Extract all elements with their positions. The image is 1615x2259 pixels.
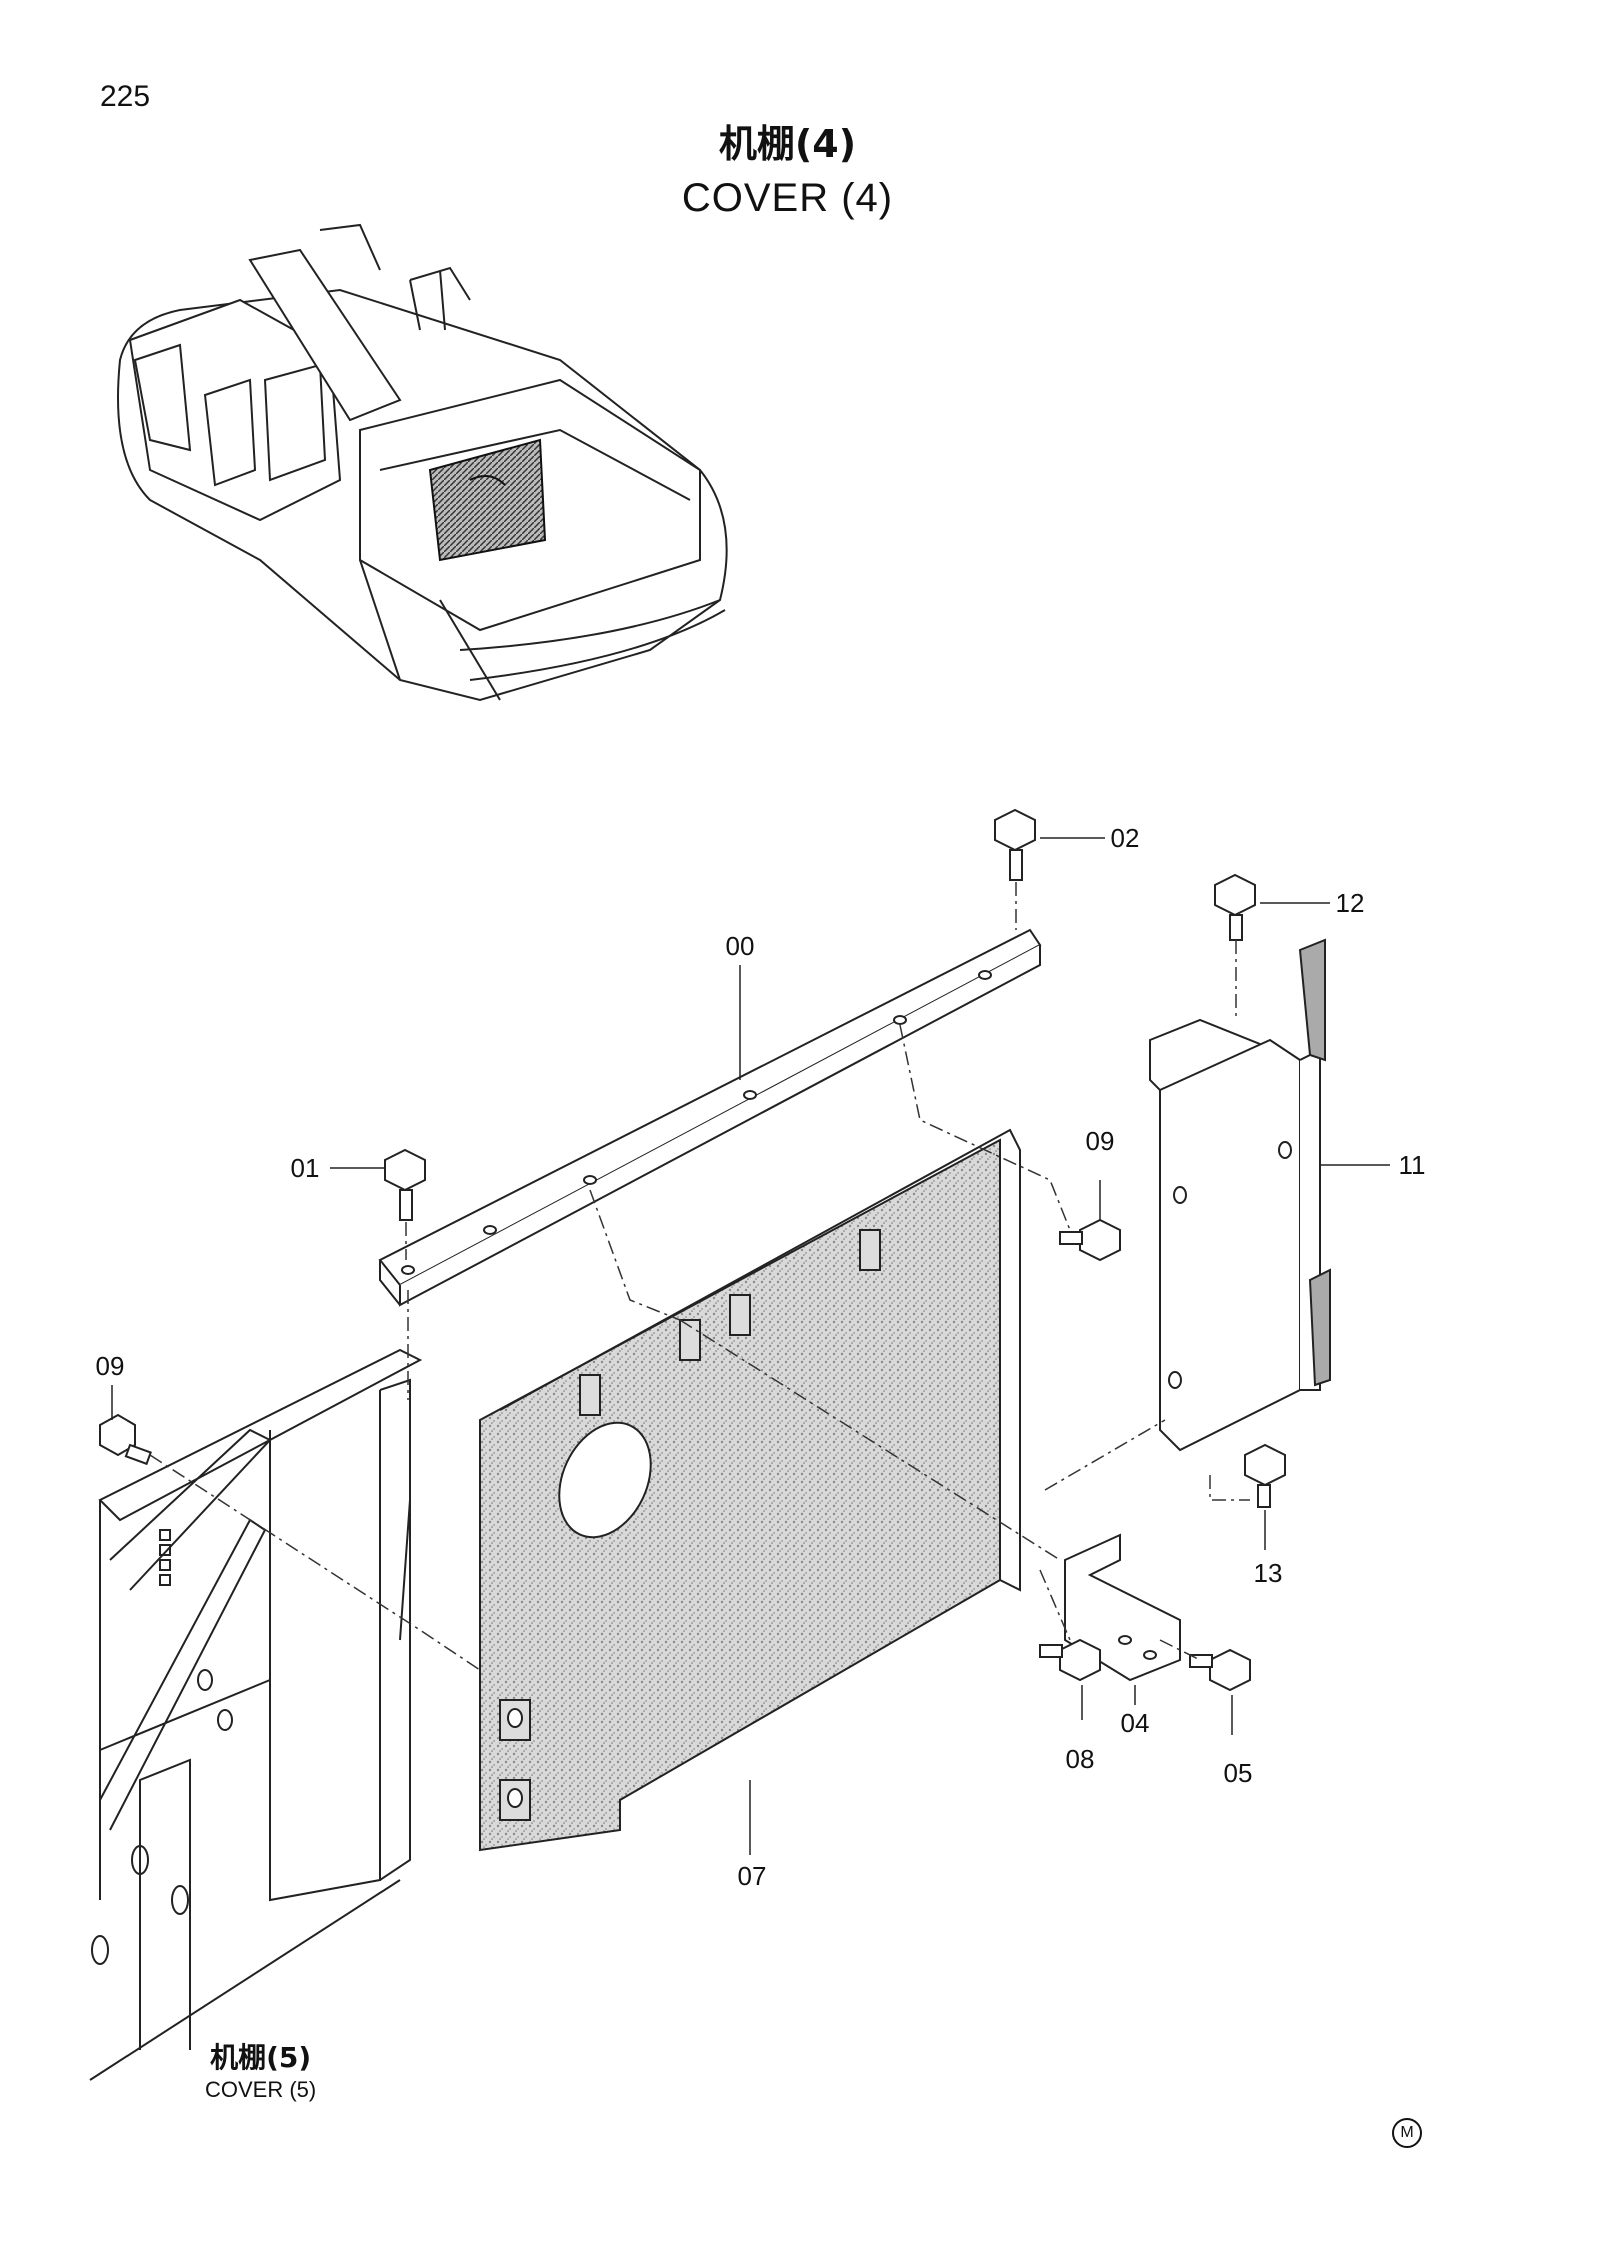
- callout-11: 11: [1399, 1150, 1426, 1180]
- bolts: [99, 808, 1286, 1692]
- page-number: 225: [100, 80, 151, 113]
- excavator-overview: [117, 223, 728, 702]
- bolt-12: [1214, 873, 1256, 941]
- reference-english: COVER (5): [205, 2077, 317, 2102]
- callout-12: 12: [1336, 888, 1365, 918]
- side-bracket: [1149, 938, 1331, 1452]
- callout-02: 02: [1111, 823, 1140, 853]
- callout-05: 05: [1224, 1758, 1253, 1788]
- callout-13: 13: [1254, 1558, 1283, 1588]
- bolt-05: [1189, 1648, 1251, 1692]
- callout-04: 04: [1121, 1708, 1150, 1738]
- bolt-13: [1244, 1443, 1286, 1508]
- page-title: 机棚(4) COVER (4): [0, 118, 1595, 226]
- title-english: COVER (4): [681, 176, 894, 220]
- reference-chinese: 机棚(5): [210, 2041, 312, 2074]
- callout-07: 07: [738, 1861, 767, 1891]
- callout-01: 01: [291, 1153, 320, 1183]
- cover-plate: [479, 1128, 1021, 1852]
- title-chinese: 机棚(4): [718, 122, 857, 166]
- reference-label-cover-5: 机棚(5) COVER (5): [205, 2040, 316, 2104]
- top-rail: [378, 928, 1042, 1307]
- callout-00: 00: [726, 931, 755, 961]
- m-mark-icon: M: [1392, 2118, 1422, 2148]
- assembly-guides: [149, 882, 1250, 1671]
- leader-lines: [111, 837, 1390, 1855]
- callout-09-right: 09: [1086, 1126, 1115, 1156]
- bolt-09-left: [99, 1413, 152, 1466]
- callout-09-left: 09: [96, 1351, 125, 1381]
- bolt-01: [384, 1148, 426, 1221]
- callout-08: 08: [1066, 1744, 1095, 1774]
- bolt-08: [1039, 1638, 1101, 1682]
- bolt-02: [994, 808, 1036, 881]
